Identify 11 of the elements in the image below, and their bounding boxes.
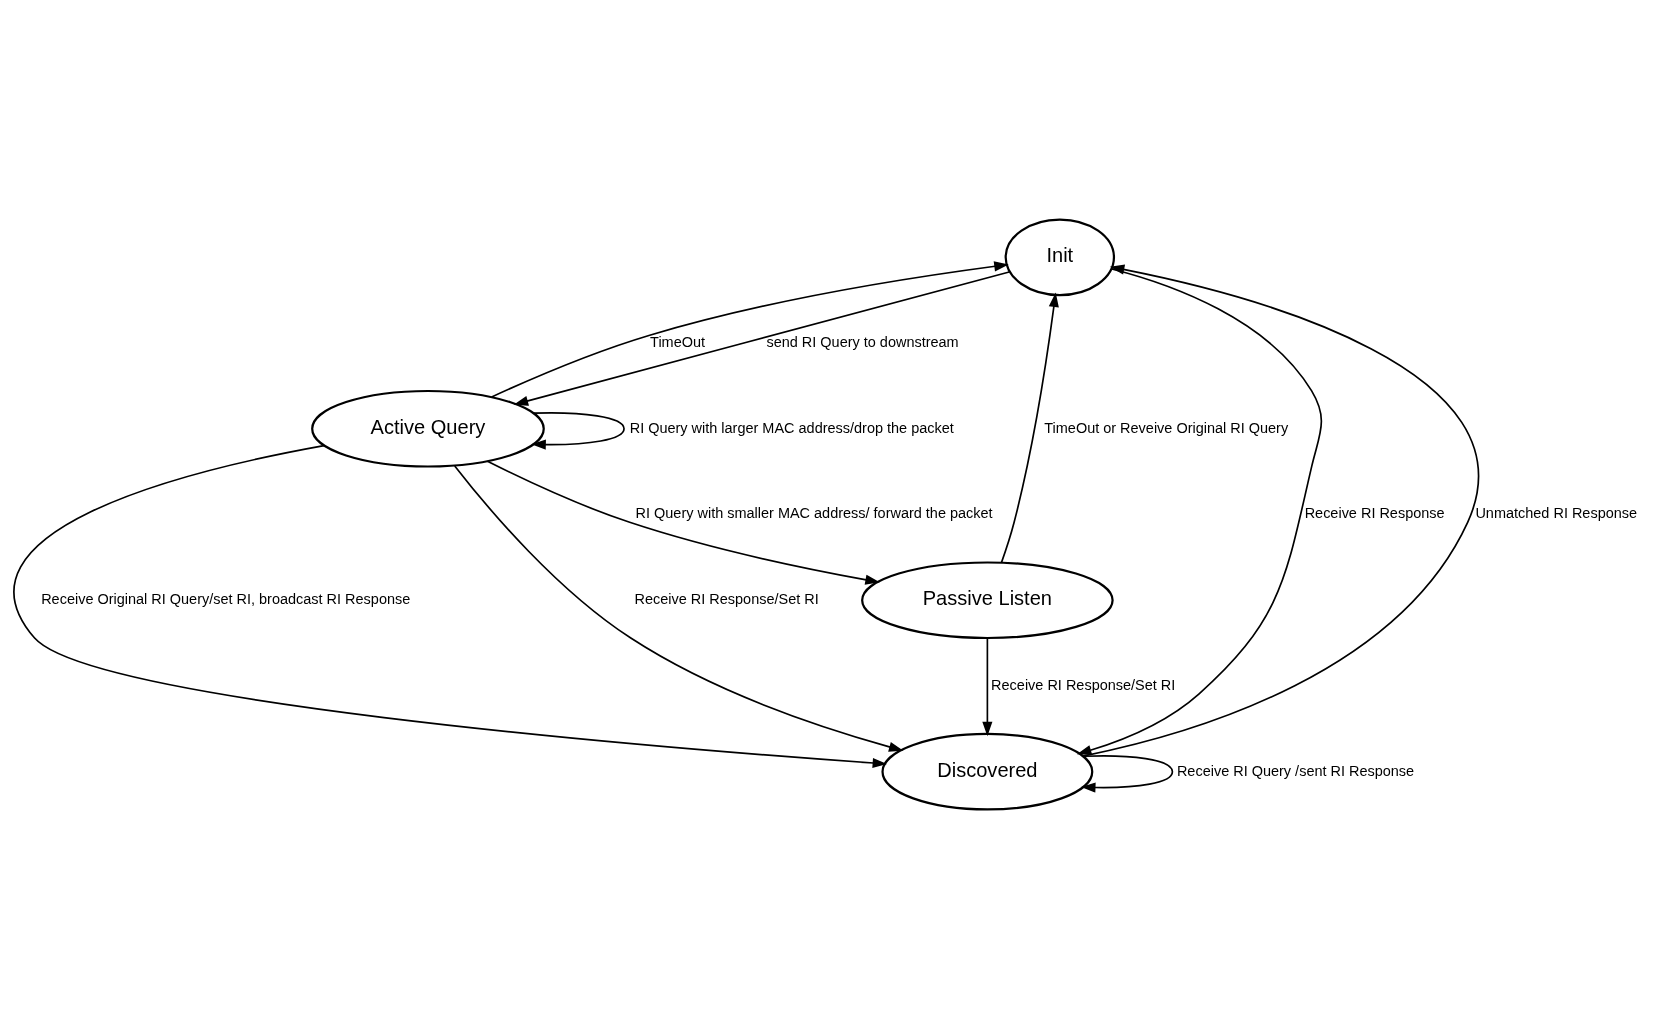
edge-label: Receive RI Response/Set RI xyxy=(990,676,1175,693)
edge-label: TimeOut or Reveive Original RI Query xyxy=(1043,419,1288,436)
edge-label: Receive RI Response/Set RI xyxy=(634,591,819,608)
edge-label: send RI Query to downstream xyxy=(765,333,959,350)
edge-label: RI Query with larger MAC address/drop the packet xyxy=(629,419,954,436)
edge-label: RI Query with smaller MAC address/ forward the packet xyxy=(635,505,993,522)
edge-label: Receive RI Query /sent RI Response xyxy=(1176,762,1414,779)
edge-label: Unmatched RI Response xyxy=(1474,505,1637,522)
edge-label: Receive Original RI Query/set RI, broadcast RI Response xyxy=(40,591,410,608)
edge-label: TimeOut xyxy=(649,333,705,350)
edge-label: Receive RI Response xyxy=(1304,505,1445,522)
